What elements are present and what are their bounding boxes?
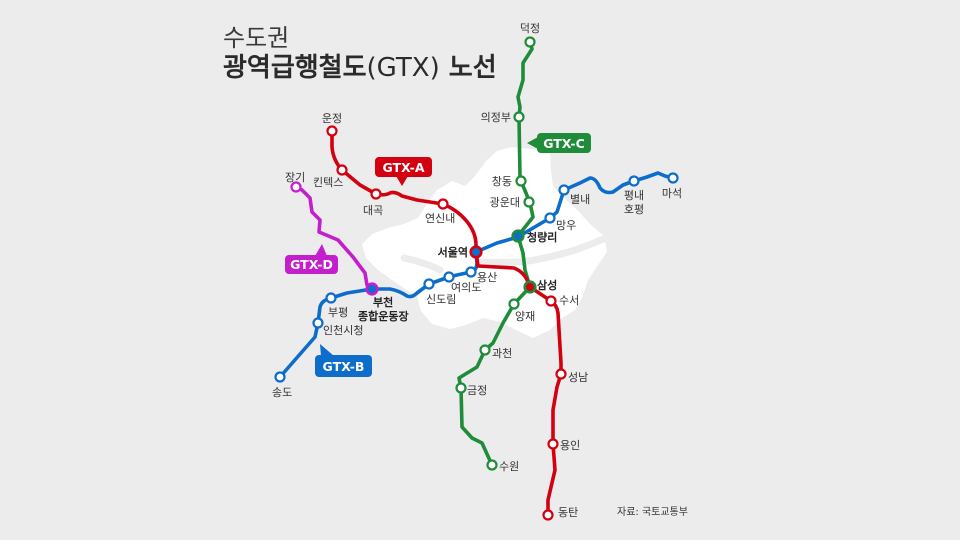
gtx-d-label-text: GTX-D <box>290 257 333 272</box>
station-label-uijeongbu: 의정부 <box>481 111 511 124</box>
station-label-janggi: 장기 <box>285 171 305 184</box>
station-label-mangu: 망우 <box>556 219 576 232</box>
station-label-deokjeong: 덕정 <box>520 22 540 35</box>
title-line1: 수도권 <box>223 24 289 52</box>
station-label-maseok: 마석 <box>662 187 682 200</box>
gtx-d-route <box>294 185 374 291</box>
station-marker-kintex <box>336 164 348 176</box>
transfer-marker-cheongnyangni <box>511 229 525 243</box>
transfer-marker-bucheon <box>365 282 379 296</box>
gtx-b-label-bg <box>315 355 372 377</box>
station-marker-gwangundae <box>523 196 535 208</box>
gtx-b-label: GTX-B <box>315 344 372 377</box>
station-label-geumjeong: 금정 <box>467 384 487 397</box>
gtx-a-label-text: GTX-A <box>382 160 424 175</box>
station-label-suseo: 수서 <box>559 294 579 307</box>
station-marker-janggi <box>290 181 302 193</box>
station-label-yangjae: 양재 <box>515 310 535 323</box>
gtx-d-label-bg <box>285 255 338 274</box>
station-marker-songdo <box>274 371 286 383</box>
gtx-c-label: GTX-C <box>527 133 591 153</box>
station-marker-maseok <box>667 172 679 184</box>
station-label-sindorim: 신도림 <box>426 293 456 306</box>
station-label-byeollae: 별내 <box>570 193 590 206</box>
station-label-yeouido: 여의도 <box>451 281 481 294</box>
station-marker-deokjeong <box>524 36 536 48</box>
station-marker-dongtan <box>542 509 554 521</box>
gtx-b-label-text: GTX-B <box>323 359 365 374</box>
gtx-a-label: GTX-A <box>375 157 432 186</box>
station-marker-yongin <box>547 438 559 450</box>
han-river <box>400 232 614 274</box>
gtx-c-label-pointer <box>527 137 538 149</box>
gtx-d-label-pointer <box>315 244 327 256</box>
station-marker-uijeongbu <box>513 111 525 123</box>
station-marker-pyeongnae-hopyeong <box>628 175 640 187</box>
station-label-songdo: 송도 <box>272 386 292 399</box>
station-label-incheon-cityhall: 인천시청 <box>323 323 363 337</box>
title-line2: 광역급행철도(GTX) 노선 <box>223 53 497 83</box>
station-label-bupyeong: 부평 <box>328 306 348 319</box>
gtx-b-label-pointer <box>320 344 334 356</box>
station-marker-unjeong <box>326 125 338 137</box>
station-marker-daegok <box>370 188 382 200</box>
station-label-pyeongnae: 평내 <box>624 189 644 202</box>
transfer-marker-seoul <box>469 245 483 259</box>
source-credit: 자료: 국토교통부 <box>617 506 688 518</box>
station-marker-yangjae <box>508 298 520 310</box>
title-main: 광역급행철도 <box>223 53 367 83</box>
station-label-daegok: 대곡 <box>363 204 383 217</box>
station-label-bucheon-line2: 종합운동장 <box>358 309 409 323</box>
station-marker-suwon <box>486 459 498 471</box>
station-marker-mangu <box>544 212 556 224</box>
station-label-unjeong: 운정 <box>322 112 342 125</box>
station-marker-incheon-cityhall <box>312 317 324 329</box>
station-label-changdong: 창동 <box>492 175 512 188</box>
station-label-yongin: 용인 <box>560 439 580 452</box>
station-marker-yeonsinnae <box>437 198 449 210</box>
gtx-d-label: GTX-D <box>285 244 338 274</box>
station-label-suwon: 수원 <box>499 460 519 473</box>
gtx-a-label-pointer <box>396 176 408 186</box>
station-marker-bupyeong <box>325 292 337 304</box>
station-label-yongsan: 용산 <box>477 271 497 284</box>
station-marker-seongnam <box>555 368 567 380</box>
station-marker-yongsan <box>465 266 477 278</box>
station-marker-gwacheon <box>479 344 491 356</box>
station-label-yeonsinnae: 연신내 <box>425 212 455 225</box>
station-label-seongnam: 성남 <box>568 371 588 384</box>
station-label-bucheon-line1: 부천 <box>373 295 393 309</box>
station-marker-changdong <box>515 175 527 187</box>
transfer-marker-samseong <box>523 280 537 294</box>
station-label-kintex: 킨텍스 <box>313 176 343 189</box>
station-label-samseong: 삼성 <box>537 278 557 292</box>
station-label-gwangundae: 광운대 <box>490 196 520 209</box>
station-label-hopyeong: 호평 <box>624 203 644 216</box>
station-label-dongtan: 동탄 <box>558 506 578 519</box>
title-paren: (GTX) <box>367 53 440 83</box>
station-marker-yeouido <box>443 271 455 283</box>
gtx-a-label-bg <box>375 157 432 177</box>
station-marker-suseo <box>545 295 557 307</box>
gtx-c-label-bg <box>537 133 591 153</box>
station-marker-byeollae <box>558 184 570 196</box>
station-marker-sindorim <box>423 278 435 290</box>
station-label-cheongnyangni: 청량리 <box>527 230 557 244</box>
title-suffix: 노선 <box>440 53 497 83</box>
station-marker-geumjeong <box>455 382 467 394</box>
gtx-c-label-text: GTX-C <box>543 136 585 151</box>
station-label-gwacheon: 과천 <box>492 346 512 360</box>
station-label-seoul: 서울역 <box>438 245 468 259</box>
